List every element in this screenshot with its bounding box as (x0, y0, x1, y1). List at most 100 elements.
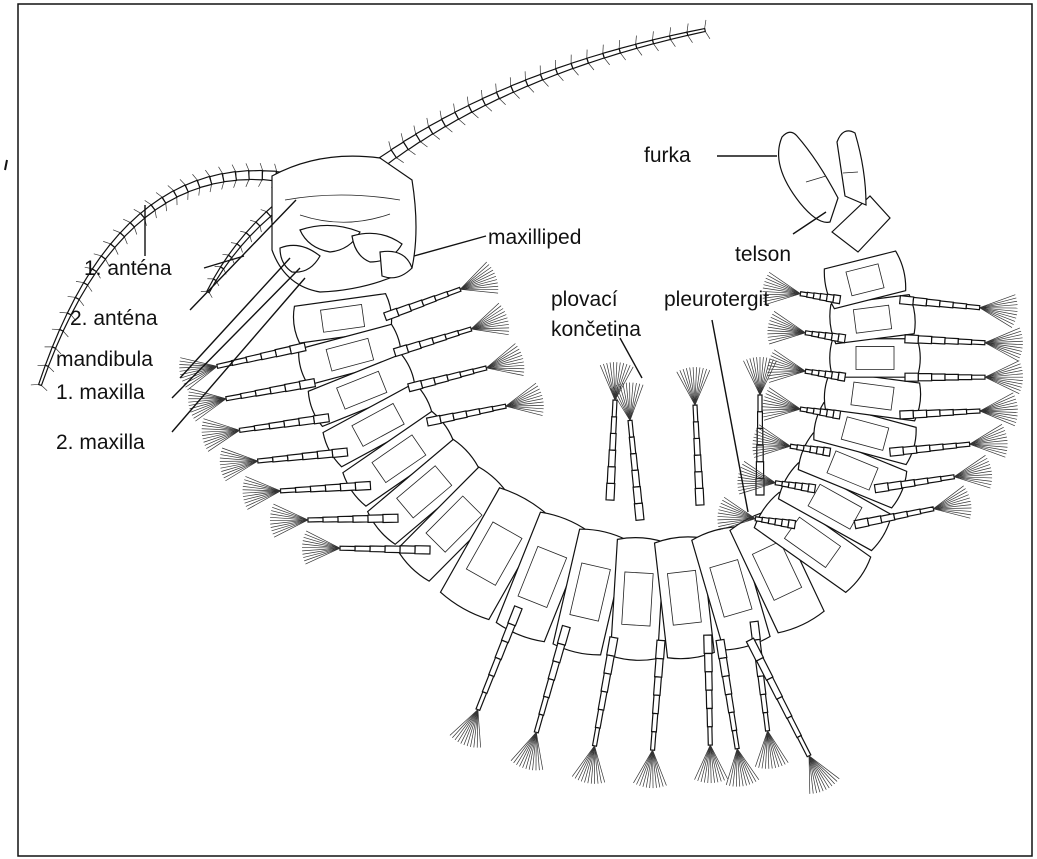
label-maxilla2: 2. maxilla (56, 431, 145, 454)
leg-article (368, 515, 383, 522)
leg-article (255, 388, 271, 396)
label-antenna2: 2. anténa (70, 307, 158, 330)
leg-article (338, 516, 353, 522)
leg-article (800, 407, 807, 412)
leg-article (900, 410, 914, 419)
leg-article (767, 677, 783, 699)
antenna-seta (134, 209, 141, 213)
leg-article (269, 421, 285, 429)
leg-seta (985, 377, 1022, 384)
leg-seta (244, 480, 280, 491)
leg-article (890, 447, 904, 456)
leg-article (632, 470, 640, 487)
antenna-seta (124, 237, 127, 244)
leg-seta (774, 311, 805, 332)
label-swimming-leg-1: plovací (551, 288, 618, 311)
leg-article (595, 709, 603, 728)
antenna-article (670, 32, 688, 39)
frame-corner-mark (5, 160, 7, 170)
leg-seta (695, 369, 707, 405)
leg-seta (954, 477, 990, 488)
leg-article (903, 446, 917, 454)
leg-article (383, 514, 398, 522)
antenna-seta (472, 112, 478, 118)
antenna-article (210, 174, 224, 185)
leg-article (694, 438, 700, 455)
leg-article (940, 410, 954, 416)
leg-article (295, 487, 310, 493)
leg-article (694, 455, 701, 472)
label-mandible: mandibula (56, 348, 153, 371)
leg-article (340, 546, 355, 550)
leg-seta (970, 444, 1006, 457)
leg-article (287, 454, 302, 461)
antenna-article (511, 80, 528, 92)
leg-seta (759, 425, 790, 446)
leg-seta (764, 294, 800, 305)
leg-seta (222, 448, 258, 461)
leg-article (888, 481, 902, 490)
leg-seta (536, 732, 543, 769)
leg-article (453, 411, 467, 420)
leg-article (421, 378, 436, 388)
leg-article (940, 301, 954, 308)
leg-article (719, 658, 729, 677)
leg-article (926, 410, 940, 417)
leg-seta (747, 359, 760, 395)
antenna-seta (145, 200, 151, 204)
leg-article (353, 516, 368, 523)
leg-seta (769, 371, 805, 382)
leg-article (434, 375, 449, 384)
leg-article (604, 655, 614, 674)
leg-article (440, 413, 454, 423)
leg-seta (220, 455, 257, 461)
antenna-seta (155, 211, 156, 218)
leg-seta (189, 392, 226, 399)
leg-article (254, 424, 270, 431)
leg-article (628, 420, 634, 437)
leg-article (608, 450, 615, 467)
antenna-seta (94, 254, 101, 256)
label-pleurotergite: pleurotergit (664, 288, 769, 311)
leg-article (246, 354, 262, 363)
antenna-seta (231, 243, 237, 244)
antenna-seta (421, 142, 428, 147)
antenna-article (653, 36, 671, 44)
leg-seta (640, 750, 653, 786)
leg-seta (478, 710, 481, 748)
antenna-seta (123, 219, 130, 222)
antenna-seta (401, 133, 403, 141)
antenna-seta (621, 53, 626, 60)
leg-seta (985, 331, 1021, 343)
leg-seta (514, 732, 537, 763)
leg-seta (506, 383, 536, 406)
leg-article (971, 340, 985, 345)
leg-article (422, 296, 436, 306)
leg-seta (985, 364, 1021, 377)
antenna-seta (113, 230, 120, 233)
antenna-seta (222, 254, 228, 255)
leg-seta (933, 486, 963, 509)
leg-article (726, 694, 734, 713)
trunk-segment (830, 339, 921, 377)
leg-article (914, 478, 928, 486)
antenna-seta (670, 27, 671, 35)
antenna-seta (705, 20, 706, 28)
leg-article (434, 292, 448, 301)
leg-article (958, 339, 972, 344)
leg-seta (581, 746, 594, 782)
antenna-seta (481, 90, 482, 99)
leg-article (240, 391, 256, 398)
leg-article (489, 657, 501, 676)
leg-article (447, 372, 461, 381)
antenna-seta (241, 247, 243, 253)
antenna-seta (88, 285, 92, 291)
leg-article (941, 475, 955, 481)
leg-article (707, 708, 712, 726)
antenna-seta (63, 331, 68, 337)
leg-article (313, 414, 329, 424)
leg-article (913, 297, 927, 305)
leg-article (445, 331, 459, 340)
leg-article (775, 481, 782, 486)
